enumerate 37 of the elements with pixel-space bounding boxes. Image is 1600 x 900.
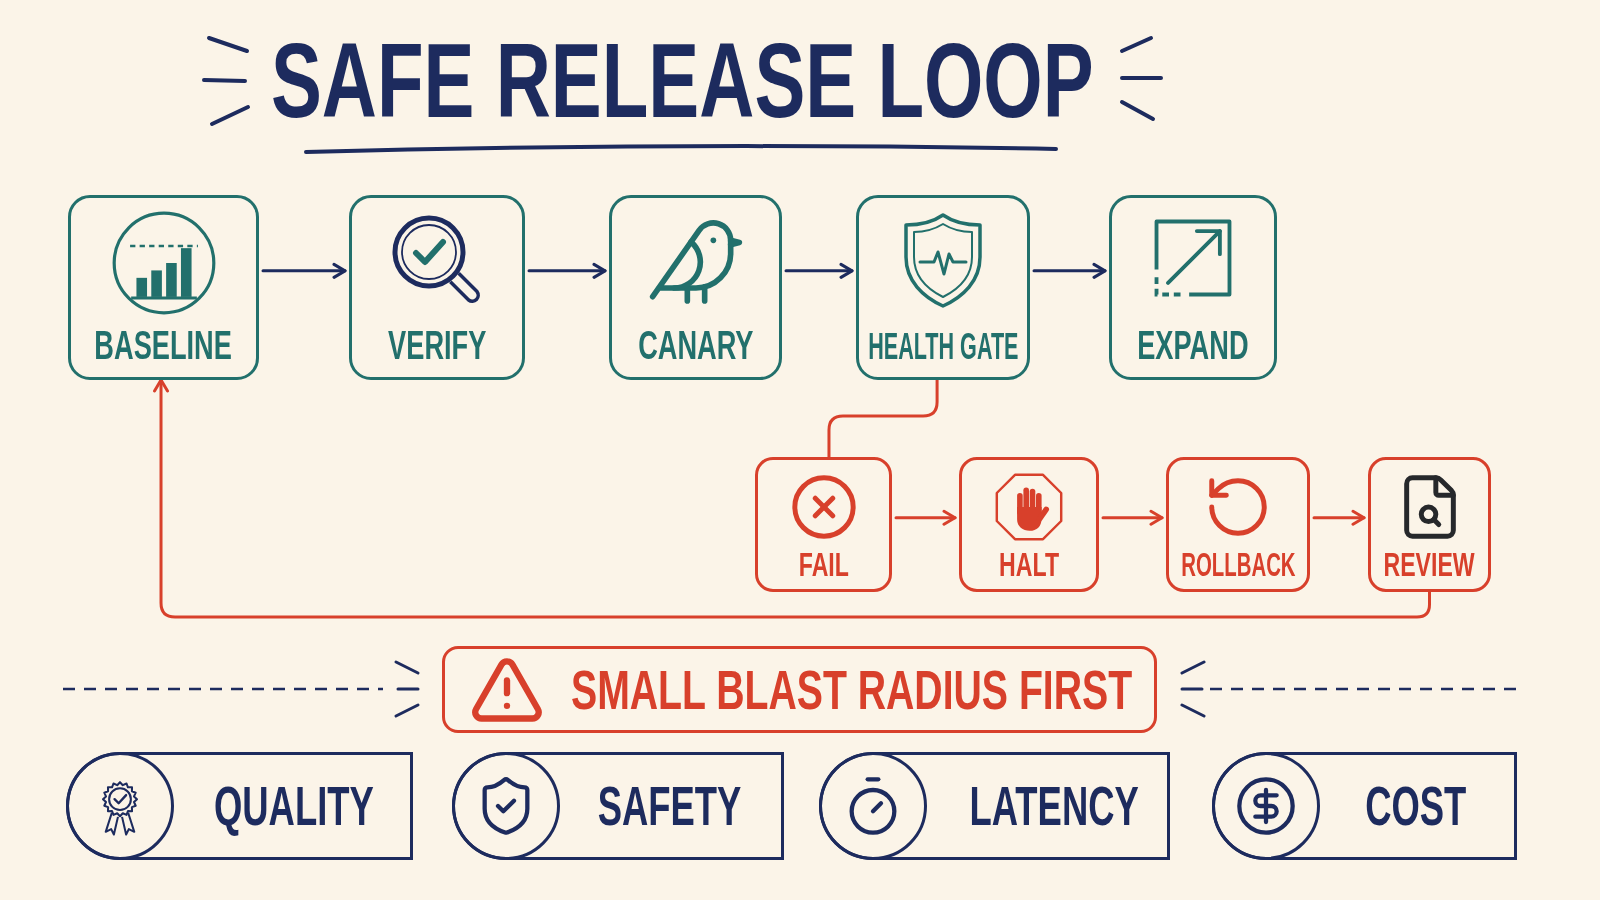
title: SAFE RELEASE LOOP	[270, 27, 1094, 133]
failure-step-box	[959, 457, 1099, 592]
metric-pill	[1212, 752, 1517, 860]
arrow	[784, 262, 854, 279]
arrow	[1312, 509, 1366, 526]
step-label: VERIFY	[387, 325, 487, 365]
arrow	[261, 262, 347, 279]
step-label: EXPAND	[1137, 325, 1249, 365]
step-box	[1109, 195, 1277, 380]
metric-label: QUALITY	[214, 778, 374, 834]
arrow	[1101, 509, 1164, 526]
step-label: REVIEW	[1383, 547, 1476, 581]
metric-pill	[819, 752, 1170, 860]
step-box	[68, 195, 259, 380]
step-box	[856, 195, 1030, 380]
step-label: FAIL	[798, 547, 849, 581]
arrow	[1032, 262, 1107, 279]
step-box	[349, 195, 525, 380]
warning-banner	[442, 646, 1157, 733]
arrow	[894, 509, 957, 526]
metric-label: LATENCY	[969, 778, 1139, 834]
step-label: ROLLBACK	[1180, 547, 1296, 581]
step-box	[609, 195, 782, 380]
metric-label: COST	[1364, 778, 1467, 834]
metric-pill	[66, 752, 413, 860]
connector-line	[827, 378, 939, 459]
metric-pill	[452, 752, 784, 860]
step-label: BASELINE	[94, 325, 233, 365]
step-label: HALT	[999, 547, 1059, 581]
step-label: HEALTH GATE	[867, 329, 1019, 365]
step-label: CANARY	[637, 325, 754, 365]
warning-text: SMALL BLAST RADIUS FIRST	[571, 661, 1133, 718]
failure-step-box	[755, 457, 892, 592]
failure-step-box	[1166, 457, 1310, 592]
failure-step-box	[1368, 457, 1491, 592]
arrow	[527, 262, 607, 279]
metric-label: SAFETY	[597, 778, 741, 834]
